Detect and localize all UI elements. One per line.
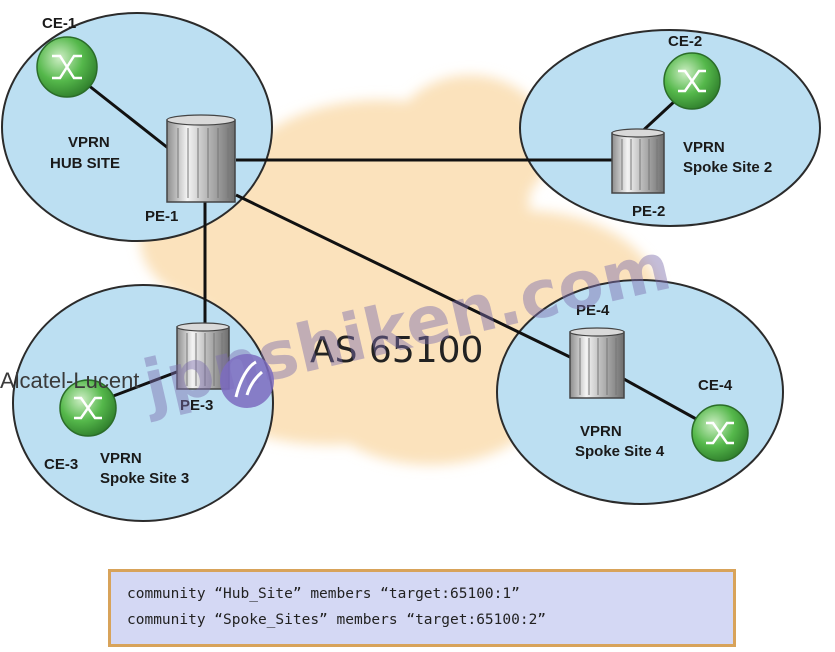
hub-site-label-1: VPRN (68, 134, 110, 151)
link-pe1-pe4 (235, 193, 573, 360)
community-config-box: community “Hub_Site” members “target:651… (108, 569, 736, 647)
spoke-site-4-label-2: Spoke Site 4 (575, 443, 665, 460)
pe4-label: PE-4 (576, 302, 610, 319)
pe1-label: PE-1 (145, 208, 178, 225)
as-label: AS 65100 (310, 330, 483, 371)
spoke-site-3-label-1: VPRN (100, 450, 142, 467)
pe1-router-icon (166, 114, 236, 203)
ce4-label: CE-4 (698, 377, 733, 394)
link-ce1-pe1 (87, 83, 169, 150)
pe3-router-icon (176, 322, 230, 390)
ce3-router-icon (59, 379, 117, 437)
spoke-site-4-label-1: VPRN (580, 423, 622, 440)
config-line-hub: community “Hub_Site” members “target:651… (127, 586, 520, 602)
config-line-spokes: community “Spoke_Sites” members “target:… (127, 612, 547, 628)
spoke-site-2-ellipse (519, 29, 821, 227)
ce2-label: CE-2 (668, 33, 702, 50)
ce1-label: CE-1 (42, 15, 76, 32)
pe3-label: PE-3 (180, 397, 213, 414)
link-pe4-ce4 (621, 376, 699, 422)
hub-site-label-2: HUB SITE (50, 155, 120, 172)
ce4-router-icon (691, 404, 749, 462)
pe4-router-icon (569, 327, 625, 399)
ce1-router-icon (36, 36, 98, 98)
as-cloud (140, 75, 660, 465)
brand-text: Alcatel-Lucent (0, 368, 139, 393)
ce3-label: CE-3 (44, 456, 78, 473)
link-pe3-ce3 (107, 368, 183, 400)
pe2-router-icon (611, 128, 665, 194)
pe2-label: PE-2 (632, 203, 665, 220)
spoke-site-3-label-2: Spoke Site 3 (100, 470, 189, 487)
brand-logo-icon (220, 354, 274, 408)
spoke-site-2-label-2: Spoke Site 2 (683, 159, 772, 176)
ce2-router-icon (663, 52, 721, 110)
spoke-site-2-label-1: VPRN (683, 139, 725, 156)
